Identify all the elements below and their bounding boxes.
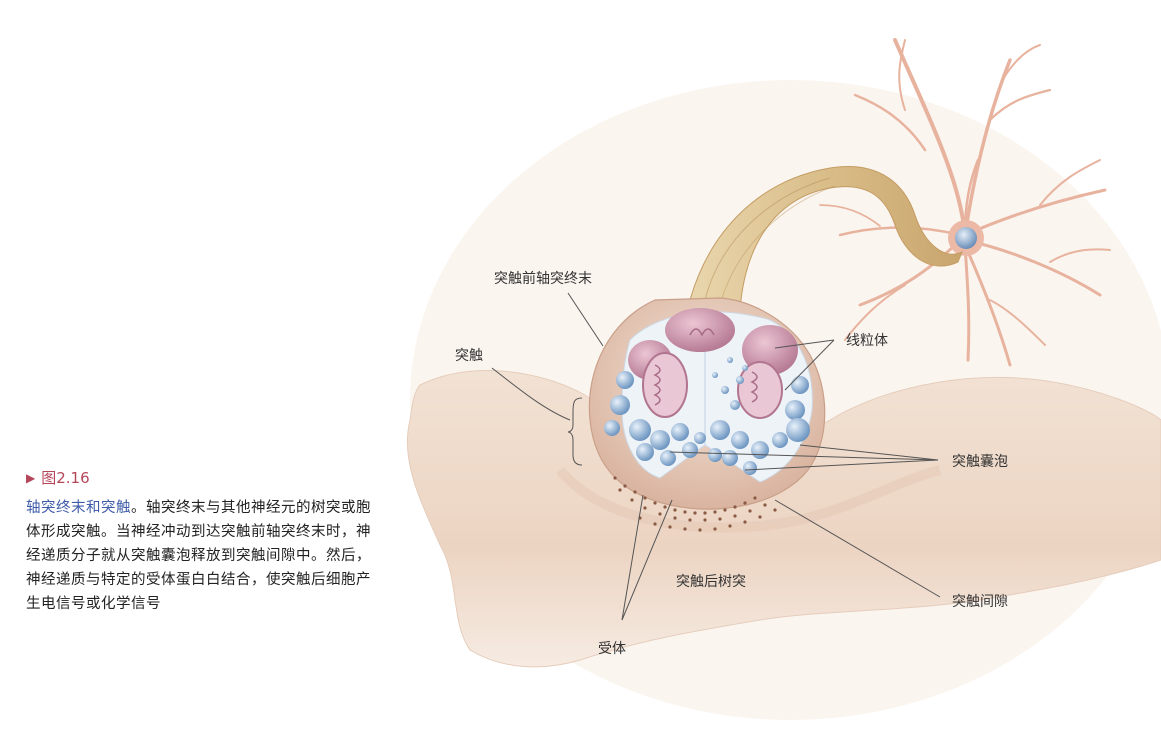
label-synaptic-cleft: 突触间隙 bbox=[952, 594, 1008, 610]
caption-text: 。轴突终末与其他神经元的树突或胞体形成突触。当神经冲动到达突触前轴突终末时，神经… bbox=[26, 500, 371, 612]
figure-caption: ▶ 图2.16 轴突终末和突触。轴突终末与其他神经元的树突或胞体形成突触。当神经… bbox=[26, 468, 371, 616]
figure-number-text: 图2.16 bbox=[41, 469, 90, 487]
triangle-icon: ▶ bbox=[26, 471, 36, 485]
axon-shape bbox=[689, 166, 963, 311]
mitochondria bbox=[628, 308, 798, 419]
label-mitochondria: 线粒体 bbox=[846, 333, 888, 349]
label-synapse: 突触 bbox=[455, 348, 483, 364]
label-synaptic-vesicles: 突触囊泡 bbox=[952, 453, 1008, 470]
neuron-nucleus bbox=[955, 227, 977, 249]
caption-body: 轴突终末和突触。轴突终末与其他神经元的树突或胞体形成突触。当神经冲动到达突触前轴… bbox=[26, 496, 371, 616]
caption-title: 轴突终末和突触 bbox=[26, 500, 131, 516]
figure-number: ▶ 图2.16 bbox=[26, 468, 371, 488]
synaptic-vesicles bbox=[604, 357, 810, 475]
receptor-dots bbox=[613, 476, 777, 532]
leader-lines bbox=[491, 292, 941, 621]
label-postsynaptic-dendrite: 突触后树突 bbox=[676, 574, 746, 590]
label-presynaptic-terminal: 突触前轴突终末 bbox=[494, 270, 592, 287]
label-receptors: 受体 bbox=[598, 641, 626, 657]
